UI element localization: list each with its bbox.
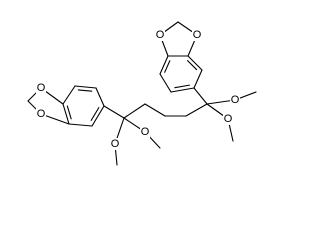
double-bond-u2-u3 [187, 60, 198, 71]
atom-label-oxygen: O [37, 82, 46, 94]
atom-label-bg [155, 29, 165, 41]
bond-l4-l5 [62, 85, 76, 105]
atom-label-bg [36, 82, 46, 94]
double-bond-u4-u5 [174, 84, 191, 89]
bond-l2-l3 [68, 123, 93, 127]
bond-C2-l1 [103, 105, 125, 119]
atom-label-bg [230, 94, 240, 106]
bond-u5-u6 [159, 73, 172, 93]
atom-label-bg [36, 108, 46, 120]
bond-u4-C1 [193, 87, 208, 105]
bond-l5-l6 [74, 85, 97, 89]
bond-u4-u5 [170, 87, 195, 93]
atom-label-oxygen: O [141, 126, 150, 138]
atom-label-bg [192, 29, 202, 41]
bond-c2-c3 [144, 103, 166, 117]
bond-l1-l2 [91, 105, 105, 127]
double-bond-l1-l2 [90, 107, 100, 121]
bond-u2-u3 [187, 55, 203, 71]
atom-label-oxygen: O [156, 29, 165, 41]
atom-label-oxygen: O [231, 94, 240, 106]
double-bond-l5-l6 [77, 89, 93, 92]
double-bond-l3-l4 [66, 105, 72, 120]
bond-l3-l4 [62, 103, 70, 125]
bond-u6-u1 [159, 55, 169, 75]
bond-c3-C2 [123, 103, 146, 119]
atom-label-oxygen: O [37, 108, 46, 120]
double-bond-u6-u1 [164, 60, 171, 73]
bond-l6-l1 [95, 87, 105, 107]
atom-label-bg [223, 113, 233, 125]
atom-label-bg [110, 138, 120, 150]
atom-label-oxygen: O [193, 29, 202, 41]
bonds [27, 21, 257, 166]
bond-u3-u4 [193, 69, 203, 89]
atom-label-bg [140, 126, 150, 138]
atom-label-oxygen: O [224, 113, 233, 125]
bond-C1-c1 [185, 103, 208, 117]
atom-label-oxygen: O [111, 138, 120, 150]
